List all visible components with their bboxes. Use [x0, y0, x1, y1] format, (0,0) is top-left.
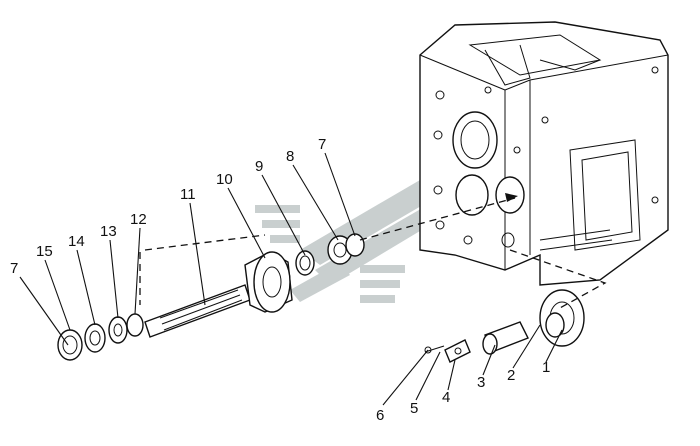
leader-lines: [19, 152, 563, 406]
part-labels: 1 2 3 4 5 6 7 7 8 9 10 11 12 13 14 15: [10, 136, 550, 424]
label-11: 11: [180, 186, 196, 203]
label-12: 12: [130, 211, 147, 228]
label-2: 2: [507, 367, 515, 384]
assembly-lines: [139, 193, 607, 309]
label-13: 13: [100, 223, 117, 240]
label-4: 4: [442, 389, 450, 406]
label-6: 6: [376, 407, 384, 424]
secondary-parts: [424, 289, 585, 363]
main-shaft-assembly: [57, 233, 365, 361]
label-3: 3: [477, 374, 485, 391]
label-7-left: 7: [10, 260, 18, 277]
label-10: 10: [216, 171, 233, 188]
label-15: 15: [36, 243, 53, 260]
label-14: 14: [68, 233, 85, 250]
label-1: 1: [542, 359, 550, 376]
label-8: 8: [286, 148, 294, 165]
label-7-right: 7: [318, 136, 326, 153]
gearbox-housing: [419, 21, 669, 286]
label-9: 9: [255, 158, 263, 175]
label-5: 5: [410, 400, 418, 417]
